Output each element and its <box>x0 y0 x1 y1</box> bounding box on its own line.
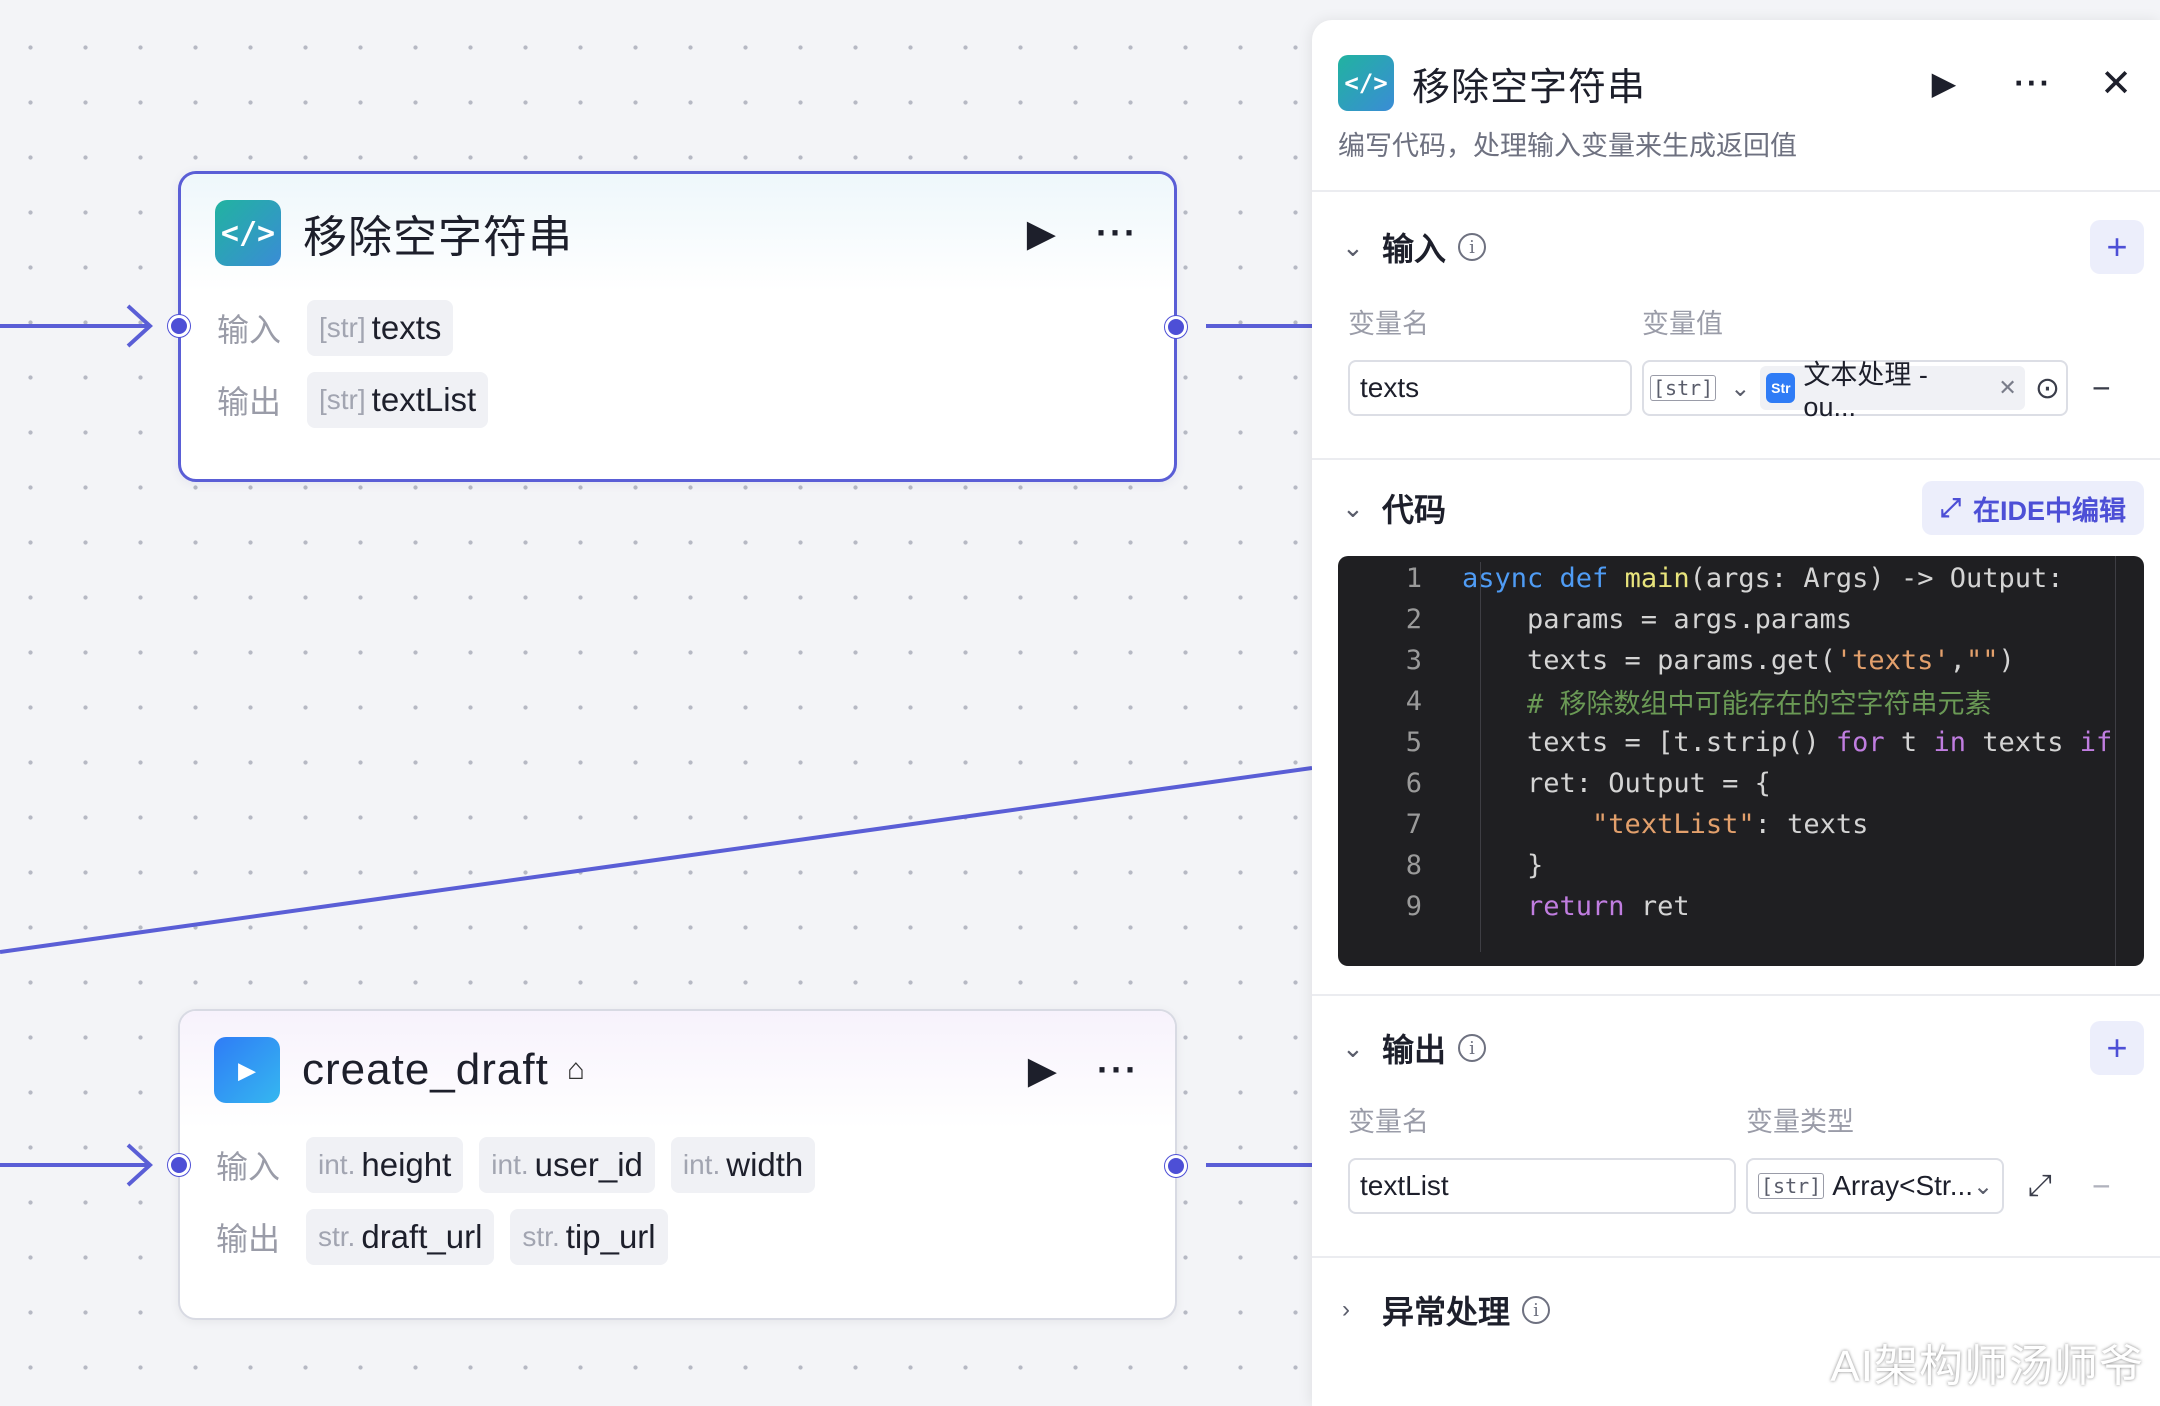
col-name-header: 变量名 <box>1348 309 1429 339</box>
code-icon: </> <box>1338 55 1394 111</box>
output-label: 输出 <box>217 384 282 420</box>
info-icon[interactable]: i <box>1458 233 1487 261</box>
output-tag: str.draft_url <box>306 1209 495 1265</box>
node-remove-empty-strings[interactable]: </> 移除空字符串 ▶ ··· 输入 [str]texts 输出 [str]t… <box>178 171 1177 482</box>
more-icon[interactable]: ··· <box>2014 64 2053 101</box>
code-line: 8 } <box>1405 850 1544 881</box>
run-icon[interactable]: ▶ <box>1027 1049 1058 1092</box>
str-icon: Str <box>1766 373 1796 403</box>
node-outputs-row: 输出 [str]textList <box>181 364 1174 436</box>
variable-reference-chip[interactable]: Str 文本处理 - ou... ✕ <box>1760 360 2025 422</box>
chevron-right-icon[interactable]: › <box>1342 1296 1350 1323</box>
node-inputs-row: 输入 [str]texts <box>181 292 1174 364</box>
remove-row-icon[interactable]: − <box>2092 369 2111 406</box>
col-type-header: 变量类型 <box>1746 1107 1854 1137</box>
expand-icon[interactable]: ⤢ <box>2028 1169 2052 1202</box>
store-icon: ⌂ <box>566 1053 585 1086</box>
code-line: 3 texts = params.get('texts',"") <box>1405 645 2015 676</box>
add-output-button[interactable]: + <box>2090 1021 2144 1075</box>
run-icon[interactable]: ▶ <box>1026 212 1057 255</box>
panel-header: </> 移除空字符串 ▶ ··· ✕ <box>1312 20 2160 120</box>
input-label: 输入 <box>217 312 282 348</box>
chevron-down-icon[interactable]: ⌄ <box>1342 231 1364 262</box>
node-title: create_draft <box>302 1045 549 1094</box>
code-line: 6 ret: Output = { <box>1405 768 1771 799</box>
run-icon[interactable]: ▶ <box>1931 65 1957 101</box>
output-label: 输出 <box>216 1221 281 1257</box>
input-section-header[interactable]: ⌄ 输入 i + <box>1312 192 2160 302</box>
target-icon[interactable]: ⊙ <box>2034 371 2060 405</box>
code-section-header[interactable]: ⌄ 代码 ⤢在IDE中编辑 <box>1312 460 2160 556</box>
node-header: </> 移除空字符串 ▶ ··· <box>181 174 1174 292</box>
node-outputs-row: 输出 str.draft_url str.tip_url <box>180 1201 1175 1273</box>
add-input-button[interactable]: + <box>2090 220 2144 274</box>
input-var-name-field[interactable]: texts <box>1348 360 1632 416</box>
panel-title: 移除空字符串 <box>1412 66 1647 109</box>
remove-icon[interactable]: ✕ <box>1998 375 2017 400</box>
node-config-panel: </> 移除空字符串 ▶ ··· ✕ 编写代码，处理输入变量来生成返回值 ⌄ 输… <box>1312 20 2160 1406</box>
input-tag: int.width <box>670 1137 816 1193</box>
node-create-draft[interactable]: ▶ create_draft ⌂ ▶ ··· 输入 int.height int… <box>178 1009 1177 1320</box>
node-title: 移除空字符串 <box>303 213 573 262</box>
col-name-header: 变量名 <box>1348 1107 1429 1137</box>
output-section-header[interactable]: ⌄ 输出 i + <box>1312 996 2160 1100</box>
input-port[interactable] <box>168 315 190 337</box>
code-line: 9 return ret <box>1405 891 1690 922</box>
more-icon[interactable]: ··· <box>1097 1049 1139 1090</box>
remove-row-icon[interactable]: − <box>2092 1167 2111 1204</box>
output-column-headers: 变量名 变量类型 <box>1312 1100 2160 1138</box>
col-value-header: 变量值 <box>1642 309 1723 339</box>
error-handling-section-header[interactable]: › 异常处理 i <box>1312 1258 2160 1362</box>
section-title: 异常处理 <box>1382 1294 1511 1330</box>
output-port[interactable] <box>1165 1155 1187 1177</box>
section-title: 输入 <box>1382 231 1447 267</box>
input-label: 输入 <box>216 1149 281 1185</box>
edge-diagonal <box>0 766 1313 954</box>
edit-in-ide-button[interactable]: ⤢在IDE中编辑 <box>1922 481 2144 535</box>
output-var-name-field[interactable]: textList <box>1348 1158 1736 1214</box>
plugin-icon: ▶ <box>214 1037 280 1103</box>
chevron-down-icon[interactable]: ⌄ <box>1342 492 1364 523</box>
chevron-down-icon[interactable]: ⌄ <box>1730 374 1751 402</box>
output-var-type-select[interactable]: [str] Array<Str... ⌄ <box>1746 1158 2004 1214</box>
chevron-down-icon: ⌄ <box>1973 1172 1994 1200</box>
input-column-headers: 变量名 变量值 <box>1312 302 2160 340</box>
code-line: 4 # 移除数组中可能存在的空字符串元素 <box>1405 686 1992 720</box>
input-tag: [str]texts <box>307 300 454 356</box>
output-port[interactable] <box>1165 316 1187 338</box>
panel-description: 编写代码，处理输入变量来生成返回值 <box>1338 131 1797 161</box>
code-line: 7 "textList": texts <box>1405 809 1869 840</box>
section-title: 代码 <box>1382 492 1447 528</box>
type-tag: [str] <box>1650 375 1717 401</box>
code-icon: </> <box>215 200 281 266</box>
section-title: 输出 <box>1382 1032 1447 1068</box>
close-icon[interactable]: ✕ <box>2100 62 2132 105</box>
input-variable-row: texts [str] ⌄ Str 文本处理 - ou... ✕ ⊙ − <box>1312 360 2160 422</box>
code-line: 5 texts = [t.strip() for t in texts if <box>1405 727 2113 758</box>
input-var-value-field[interactable]: [str] ⌄ Str 文本处理 - ou... ✕ ⊙ <box>1642 360 2068 422</box>
output-tag: str.tip_url <box>510 1209 668 1265</box>
chevron-down-icon[interactable]: ⌄ <box>1342 1032 1364 1063</box>
watermark: AI架构师汤师爷 <box>1830 1342 2144 1391</box>
output-variable-row: textList [str] Array<Str... ⌄ ⤢ − <box>1312 1158 2160 1214</box>
node-inputs-row: 输入 int.height int.user_id int.width <box>180 1129 1175 1201</box>
output-tag: [str]textList <box>307 372 489 428</box>
input-port[interactable] <box>168 1154 190 1176</box>
code-line: 2 params = args.params <box>1405 604 1853 635</box>
info-icon[interactable]: i <box>1522 1296 1551 1324</box>
info-icon[interactable]: i <box>1458 1034 1487 1062</box>
type-tag: [str] <box>1758 1173 1825 1199</box>
input-tag: int.height <box>306 1137 464 1193</box>
input-tag: int.user_id <box>479 1137 655 1193</box>
more-icon[interactable]: ··· <box>1096 212 1138 253</box>
node-header: ▶ create_draft ⌂ ▶ ··· <box>180 1011 1175 1129</box>
expand-icon: ⤢ <box>1940 492 1961 522</box>
